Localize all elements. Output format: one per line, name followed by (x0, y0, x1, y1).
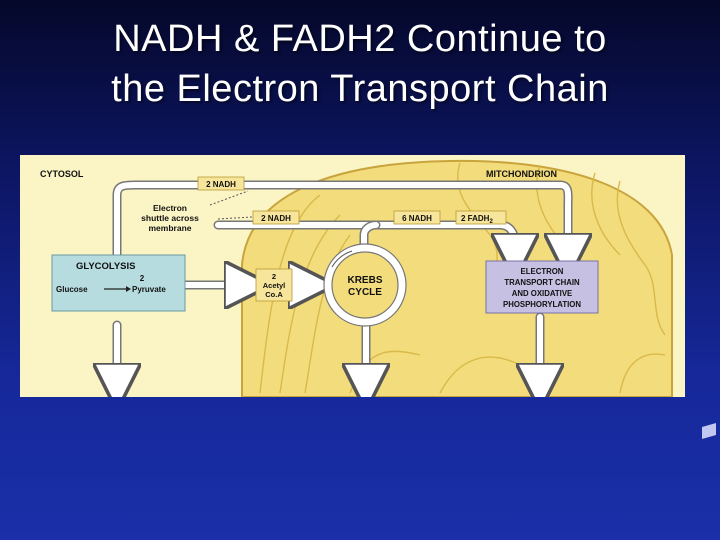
pyruvate-label: Pyruvate (132, 285, 166, 294)
slide-title-line-1: NADH & FADH2 Continue to (113, 18, 607, 60)
etc-line-4: PHOSPHORYLATION (503, 300, 581, 309)
arrow-glycolysis-nadh-to-etc (114, 182, 568, 257)
krebs-title: KREBS (347, 275, 382, 286)
etc-box: ELECTRON TRANSPORT CHAIN AND OXIDATIVE P… (485, 260, 599, 314)
krebs-cycle: KREBS CYCLE (323, 243, 407, 327)
slide-corner-mark (702, 423, 716, 439)
shuttle-line-2: shuttle across (141, 213, 199, 223)
mitochondrion-label: MITCHONDRION (486, 169, 557, 179)
mitochondrion-shape (241, 159, 673, 397)
arrow-krebs-to-nadh (361, 222, 379, 250)
slide-title: NADH & FADH2 Continue to the Electron Tr… (0, 14, 720, 114)
shuttle-pointer-2 (217, 216, 253, 220)
electron-shuttle-label: Electron shuttle across membrane (141, 203, 199, 233)
shuttle-pointer (209, 190, 249, 206)
flow-arrows (114, 180, 568, 387)
glycolysis-title: GLYCOLYSIS (76, 261, 136, 272)
acetyl-count: 2 (272, 272, 276, 281)
coa-label: Co.A (265, 290, 283, 299)
nadh-label-middle: 2 NADH (252, 210, 300, 225)
slide-title-line-2: the Electron Transport Chain (111, 68, 609, 110)
nadh-top-text: 2 NADH (206, 180, 236, 189)
etc-line-1: ELECTRON (521, 267, 564, 276)
acetyl-label: Acetyl (263, 281, 286, 290)
cytosol-label: CYTOSOL (40, 169, 84, 179)
shuttle-line-1: Electron (153, 203, 187, 213)
acetyl-coa-box: 2 Acetyl Co.A (255, 268, 293, 302)
glycolysis-box: GLYCOLYSIS 2 Glucose Pyruvate (51, 254, 186, 312)
glucose-label: Glucose (56, 285, 88, 294)
krebs-subtitle: CYCLE (348, 287, 382, 298)
nadh-label-krebs: 6 NADH (393, 210, 441, 225)
diagram-canvas: CYTOSOL MITCHONDRION (20, 155, 685, 397)
glucose-to-pyruvate-arrowhead (126, 286, 131, 292)
arrow-shuttle-to-etc (215, 222, 515, 257)
krebs-cycle-core (331, 251, 399, 319)
shuttle-line-3: membrane (149, 223, 192, 233)
etc-line-3: AND OXIDATIVE (512, 289, 573, 298)
fadh2-subscript: 2 (489, 219, 493, 225)
fadh2-label: 2 FADH2 (455, 210, 507, 225)
fadh2-text: 2 FADH2 (461, 214, 493, 225)
etc-line-2: TRANSPORT CHAIN (504, 278, 580, 287)
nadh-middle-text: 2 NADH (261, 214, 291, 223)
nadh-label-top: 2 NADH (197, 176, 245, 191)
fadh2-base: 2 FADH (461, 214, 490, 223)
krebs-cycle-arrow-tick (331, 250, 353, 268)
glycolysis-count: 2 (140, 274, 145, 283)
cellular-respiration-diagram: CYTOSOL MITCHONDRION (20, 155, 685, 397)
nadh-krebs-text: 6 NADH (402, 214, 432, 223)
